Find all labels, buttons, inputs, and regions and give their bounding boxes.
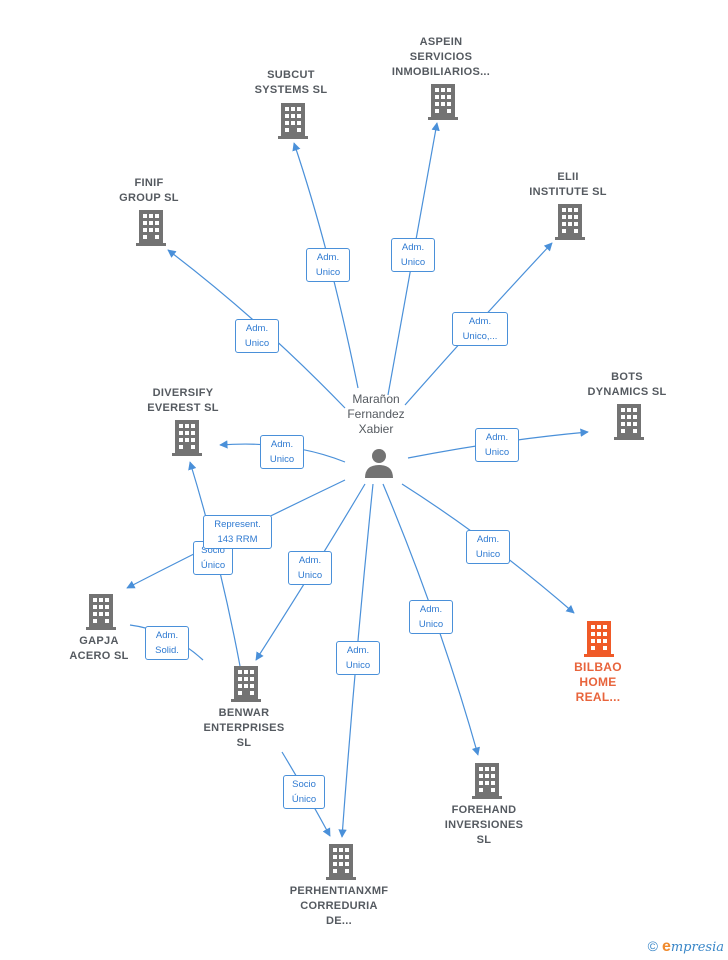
company-label-forehand[interactable]: FOREHAND INVERSIONES SL	[444, 804, 524, 846]
relation-label-bots[interactable]: Adm. Unico	[475, 428, 519, 462]
relation-label-perhentian[interactable]: Adm. Unico	[336, 641, 380, 675]
relation-label-diversify[interactable]: Adm. Unico	[260, 435, 304, 469]
relation-label-socio-perhentian[interactable]: Socio Único	[283, 775, 325, 809]
company-label-diversify[interactable]: DIVERSIFY EVEREST SL	[147, 387, 219, 414]
building-icon[interactable]	[428, 84, 458, 120]
company-label-subcut[interactable]: SUBCUT SYSTEMS SL	[254, 69, 328, 96]
relation-label-forehand[interactable]: Adm. Unico	[409, 600, 453, 634]
building-icon[interactable]	[172, 420, 202, 456]
building-icon[interactable]	[231, 666, 261, 702]
company-label-aspein[interactable]: ASPEIN SERVICIOS INMOBILIARIOS...	[391, 36, 491, 78]
person-icon[interactable]	[362, 446, 396, 480]
relation-label-bilbao[interactable]: Adm. Unico	[466, 530, 510, 564]
relation-label-subcut[interactable]: Adm. Unico	[306, 248, 350, 282]
company-label-gapja[interactable]: GAPJA ACERO SL	[69, 635, 129, 662]
building-icon[interactable]	[555, 204, 585, 240]
relation-label-gapja[interactable]: Adm. Solid.	[145, 626, 189, 660]
relation-label-aspein[interactable]: Adm. Unico	[391, 238, 435, 272]
relation-label-benwar[interactable]: Adm. Unico	[288, 551, 332, 585]
building-icon[interactable]	[278, 103, 308, 139]
company-label-elii[interactable]: ELII INSTITUTE SL	[529, 171, 607, 198]
brand-logo-text: mpresia	[670, 940, 724, 955]
footer-brand: ©empresia	[648, 938, 724, 956]
building-icon[interactable]	[614, 404, 644, 440]
company-label-finif[interactable]: FINIF GROUP SL	[119, 177, 179, 204]
person-name[interactable]: Marañon Fernandez Xabier	[347, 392, 405, 436]
building-icon[interactable]	[472, 763, 502, 799]
relation-label-elii[interactable]: Adm. Unico,...	[452, 312, 508, 346]
company-label-bilbao[interactable]: BILBAO HOME REAL...	[574, 660, 622, 704]
building-icon[interactable]	[86, 594, 116, 630]
brand-logo-e: e	[661, 938, 671, 955]
company-label-benwar[interactable]: BENWAR ENTERPRISES SL	[203, 707, 285, 749]
company-label-bots[interactable]: BOTS DYNAMICS SL	[587, 371, 667, 398]
relation-label-finif[interactable]: Adm. Unico	[235, 319, 279, 353]
building-icon[interactable]	[326, 844, 356, 880]
building-icon[interactable]	[136, 210, 166, 246]
copyright-symbol: ©	[647, 938, 658, 954]
building-icon-highlighted[interactable]	[584, 621, 614, 657]
relation-label-represent[interactable]: Represent. 143 RRM	[203, 515, 272, 549]
company-label-perhentian[interactable]: PERHENTIANXMF CORREDURIA DE...	[289, 885, 389, 927]
